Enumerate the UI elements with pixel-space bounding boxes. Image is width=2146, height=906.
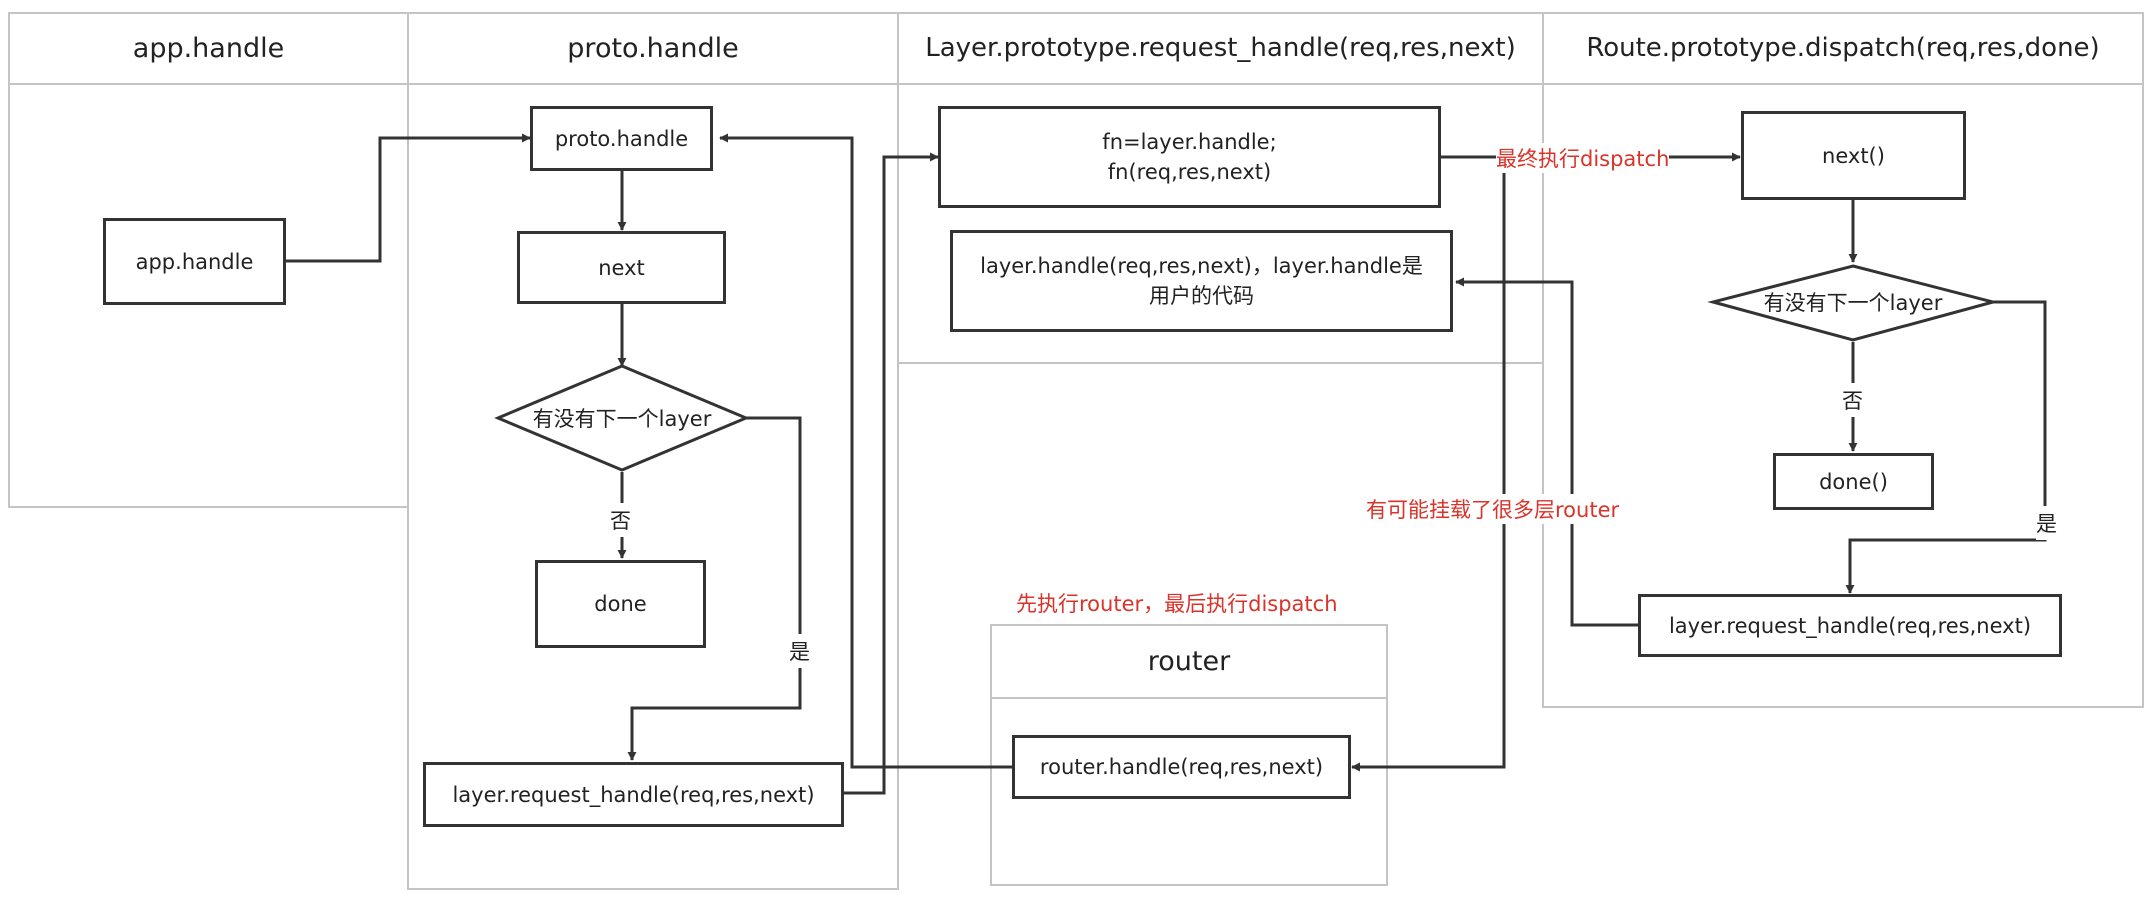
- user-code-line-1: layer.handle(req,res,next)，layer.handle是: [980, 254, 1423, 278]
- proto-has-next-layer-label: 有没有下一个layer: [532, 407, 712, 431]
- route-yes-label: 是: [2036, 506, 2057, 540]
- lane-title-layer-request-handle: Layer.prototype.request_handle(req,res,n…: [925, 33, 1516, 63]
- proto-next-node: next: [517, 231, 726, 304]
- fn-call-node: fn=layer.handle; fn(req,res,next): [938, 106, 1441, 208]
- edge-layer-to-fn: [843, 152, 939, 795]
- route-layer-request-node: layer.request_handle(req,res,next): [1638, 594, 2062, 657]
- proto-handle-node: proto.handle: [530, 106, 713, 171]
- lane-title-router: router: [1147, 645, 1231, 677]
- user-code-line-2: 用户的代码: [1149, 284, 1254, 308]
- edge-decision-to-layer: [627, 416, 802, 761]
- fn-call-line-2: fn(req,res,next): [1107, 160, 1272, 184]
- app-handle-node: app.handle: [103, 218, 286, 305]
- route-no-label: 否: [1842, 383, 1863, 417]
- edge-route-layer-to-usercode: [1455, 277, 1638, 627]
- fn-call-line-1: fn=layer.handle;: [1102, 130, 1277, 154]
- route-next-node: next(): [1741, 111, 1966, 200]
- user-code-node: layer.handle(req,res,next)，layer.handle是…: [950, 230, 1453, 332]
- lane-route-dispatch: [1542, 12, 2144, 708]
- proto-layer-request-node: layer.request_handle(req,res,next): [423, 762, 844, 827]
- router-handle-node: router.handle(req,res,next): [1012, 735, 1351, 799]
- edge-route-decision-to-layer: [1845, 300, 2047, 594]
- edge-router-to-proto: [719, 133, 1012, 769]
- proto-no-label: 否: [610, 503, 631, 537]
- lane-title-proto-handle: proto.handle: [567, 32, 739, 64]
- lane-title-route-dispatch: Route.prototype.dispatch(req,res,done): [1586, 33, 2100, 63]
- note-router-first: 先执行router，最后执行dispatch: [1016, 588, 1338, 618]
- lane-title-app-handle: app.handle: [132, 32, 285, 64]
- route-decision-diamond: [1707, 264, 1999, 342]
- proto-done-node: done: [535, 560, 706, 648]
- lane-router: [990, 624, 1388, 886]
- route-has-next-layer-label: 有没有下一个layer: [1763, 291, 1943, 315]
- lane-proto-handle: [407, 12, 899, 890]
- edge-app-to-proto: [285, 133, 531, 263]
- proto-yes-label: 是: [789, 634, 810, 668]
- route-done-node: done(): [1773, 453, 1934, 510]
- proto-decision-diamond: [494, 364, 750, 472]
- note-finally-dispatch: 最终执行dispatch: [1496, 143, 1670, 173]
- note-multi-router: 有可能挂载了很多层router: [1366, 494, 1620, 524]
- edge-fn-to-router: [1351, 157, 1506, 772]
